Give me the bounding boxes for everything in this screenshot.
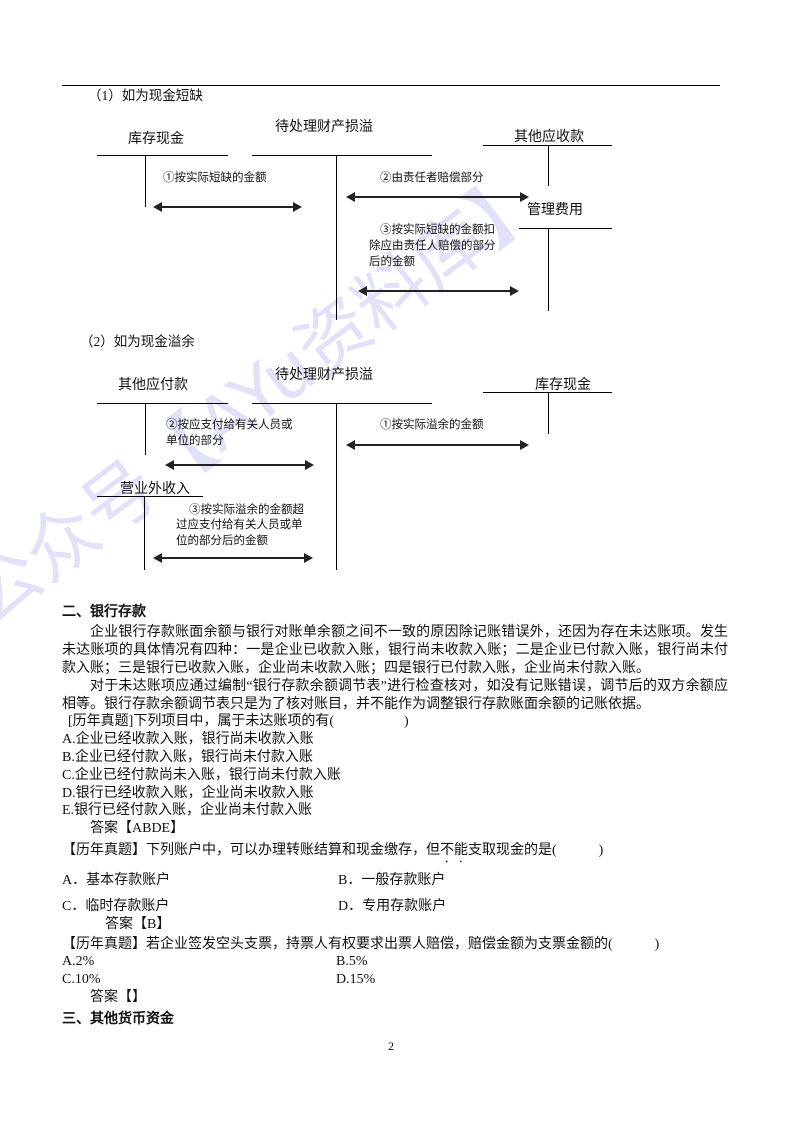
question-2: 【历年真题】下列账户中，可以办理转账结算和现金缴存，但不能支取现金的是( ) [62, 842, 603, 866]
account-label-pending: 待处理财产损溢 [275, 120, 373, 135]
t-account-line [252, 155, 432, 156]
t-account-line [548, 228, 549, 311]
option-d: D.银行已经收款入账，企业尚未收款入账 [62, 786, 314, 801]
t-account-line [548, 145, 549, 186]
question-1: [历年真题]下列项目中，属于未达账项的有( ) [68, 714, 409, 729]
account-label-pending: 待处理财产损溢 [275, 368, 373, 383]
page-number: 2 [388, 1039, 394, 1053]
t-account-line [97, 403, 228, 404]
option-d: D.15% [336, 972, 376, 987]
t-account-line [145, 403, 146, 455]
double-arrow-icon [346, 440, 529, 450]
option-a: A.2% [62, 954, 95, 969]
step-3-label: 位的部分后的金额 [176, 535, 268, 547]
account-label-non-operating-income: 营业外收入 [120, 482, 190, 497]
step-2-label: ②由责任者赔偿部分 [380, 172, 484, 184]
step-2-label: 单位的部分 [166, 435, 224, 447]
option-a: A．基本存款账户 [62, 873, 171, 888]
emphasized-text: 不能 [440, 843, 468, 858]
step-3-label: 过应支付给有关人员或单 [176, 519, 303, 531]
option-c: C.10% [62, 972, 101, 987]
option-d: D．专用存款账户 [338, 899, 447, 914]
answer: 答案【B】 [105, 917, 171, 932]
step-2-label: ②按应支付给有关人员或 [166, 419, 293, 431]
answer: 答案【ABDE】 [90, 821, 185, 836]
account-label-cash: 库存现金 [535, 378, 591, 393]
question-text: 支取现金的是( ) [468, 843, 604, 858]
watermark: 公众号【AYu资料库】 [0, 151, 561, 641]
t-account-line [483, 392, 612, 393]
section-title: （1）如为现金短缺 [88, 88, 203, 103]
option-b: B.企业已经付款入账，银行尚未付款入账 [62, 750, 313, 765]
option-c: C．临时存款账户 [62, 899, 170, 914]
t-account-line [97, 155, 228, 156]
question-3: 【历年真题】若企业签发空头支票，持票人有权要求出票人赔偿，赔偿金额为支票金额的(… [62, 937, 660, 952]
section-title: （2）如为现金溢余 [80, 334, 195, 349]
account-label-other-payable: 其他应付款 [118, 378, 188, 393]
account-label-admin-expense: 管理费用 [527, 203, 583, 218]
double-arrow-icon [358, 286, 519, 296]
step-3-label: 后的金额 [369, 256, 415, 268]
section-heading-bank-deposit: 二、银行存款 [62, 604, 146, 620]
step-3-label: ③按实际短缺的金额扣 [380, 224, 495, 236]
account-label-cash: 库存现金 [128, 132, 184, 147]
option-c: C.企业已经付款尚未入账，银行尚未付款入账 [62, 768, 341, 783]
step-3-label: ③按实际溢余的金额超 [189, 504, 304, 516]
t-account-line [483, 145, 612, 146]
paragraph: 企业银行存款账面余额与银行对账单余额之间不一致的原因除记账错误外，还因为存在未达… [62, 625, 728, 676]
t-account-line [144, 496, 145, 570]
option-e: E.银行已经付款入账，企业尚未付款入账 [62, 803, 313, 818]
t-account-line [252, 403, 432, 404]
section-heading-other-funds: 三、其他货币资金 [62, 1011, 174, 1027]
answer: 答案【】 [90, 990, 146, 1005]
double-arrow-icon [153, 553, 313, 563]
double-arrow-icon [153, 202, 302, 212]
t-account-line [548, 392, 549, 434]
header-rule [62, 85, 720, 86]
step-1-label: ①按实际短缺的金额 [163, 172, 267, 184]
t-account-line [336, 403, 337, 570]
double-arrow-icon [346, 192, 529, 202]
paragraph: 对于未达账项应通过编制“银行存款余额调节表”进行检查核对，如没有记账错误，调节后… [62, 679, 728, 712]
t-account-line [336, 155, 337, 320]
t-account-line [97, 496, 203, 497]
t-account-line [145, 155, 146, 207]
account-label-other-receivable: 其他应收款 [514, 130, 584, 145]
step-1-label: ①按实际溢余的金额 [380, 419, 484, 431]
question-text: 【历年真题】下列账户中，可以办理转账结算和现金缴存，但 [62, 843, 440, 858]
option-a: A.企业已经收款入账，银行尚未收款入账 [62, 732, 314, 747]
option-b: B．一般存款账户 [338, 873, 446, 888]
option-b: B.5% [336, 954, 368, 969]
step-3-label: 除应由责任人赔偿的部分 [369, 240, 496, 252]
double-arrow-icon [165, 460, 314, 470]
t-account-line [519, 228, 612, 229]
